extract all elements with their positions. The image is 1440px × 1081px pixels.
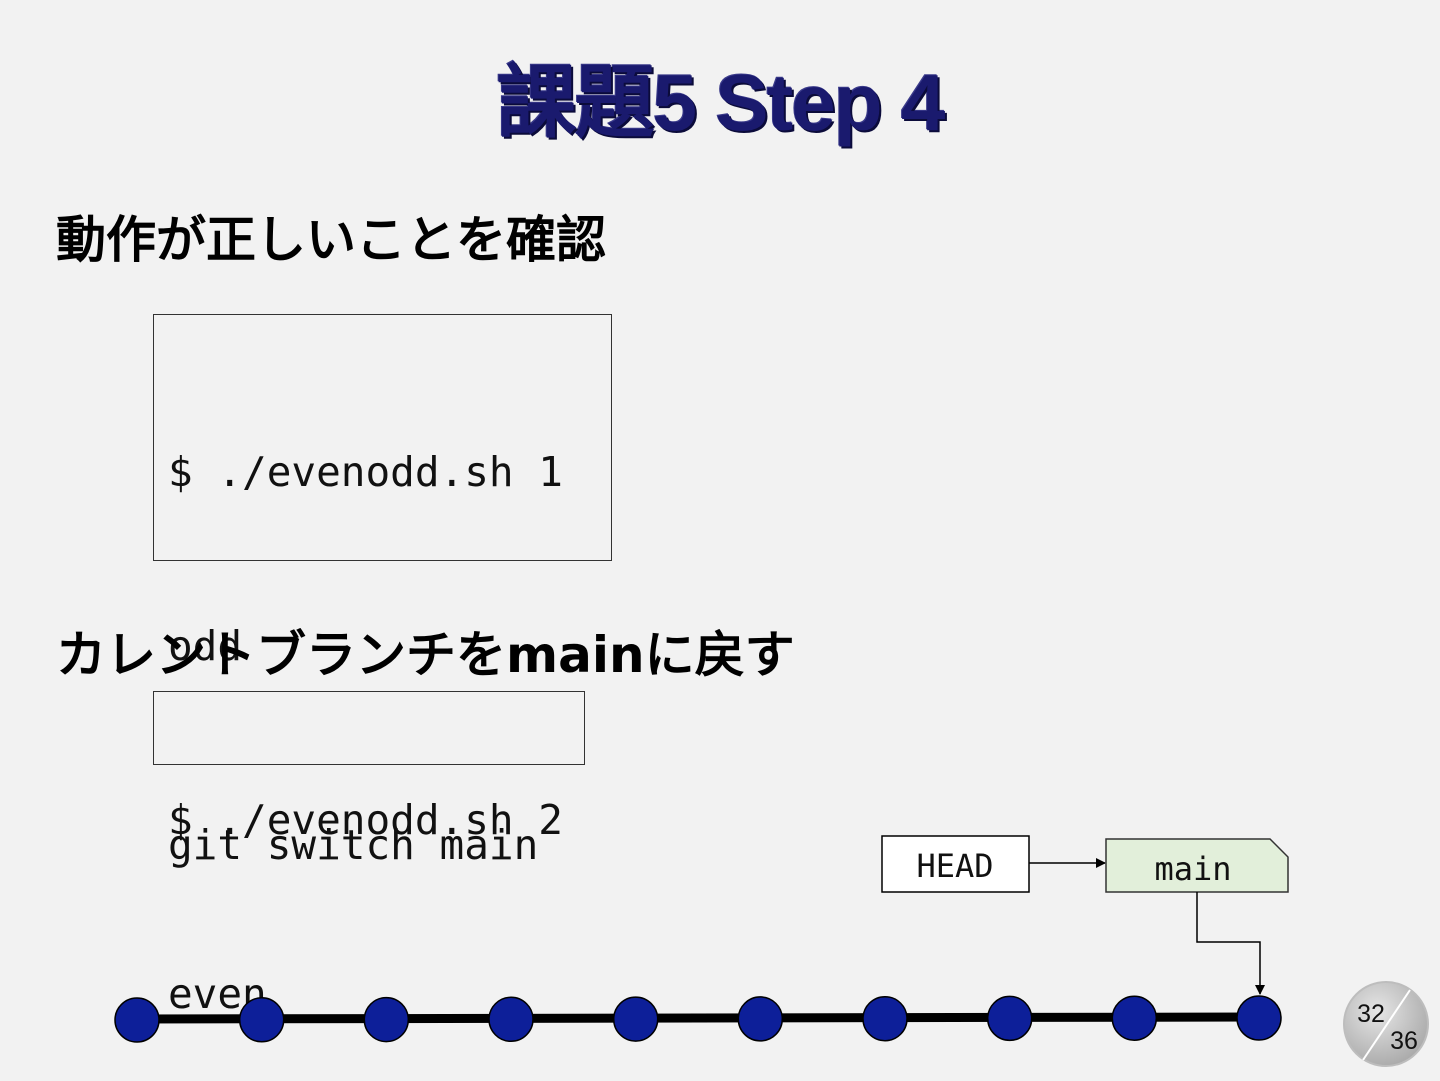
code-block-git-switch: git switch main (153, 691, 585, 869)
commit-node (737, 996, 784, 1042)
code-block-evenodd: $ ./evenodd.sh 1 odd $ ./evenodd.sh 2 ev… (153, 314, 612, 1018)
code-line: git switch main (168, 821, 539, 869)
heading-verify: 動作が正しいことを確認 (56, 211, 606, 269)
heading-switch-branch: カレントブランチをmainに戻す (56, 626, 795, 684)
commits-group (114, 995, 1282, 1043)
code-line: odd (168, 622, 243, 670)
head-label: HEAD (916, 847, 993, 885)
commit-node (986, 995, 1033, 1042)
branch-main-label: main (1105, 838, 1289, 893)
commit-node (488, 996, 534, 1043)
code-line: $ ./evenodd.sh 2 (168, 796, 563, 844)
code-line: $ ./evenodd.sh 1 (168, 448, 563, 496)
slide-title: 課題5 Step 4 (496, 58, 946, 147)
page-number-badge: 32 36 (1343, 981, 1429, 1067)
branch-to-commit-arrow (1196, 892, 1265, 995)
commit-node (862, 995, 908, 1042)
page-total: 36 (1390, 1027, 1418, 1055)
commit-node (1236, 995, 1282, 1041)
head-pointer: HEAD (881, 835, 1030, 893)
commit-node (114, 997, 160, 1043)
commit-node (363, 996, 410, 1043)
commit-line (136, 1012, 1260, 1024)
commit-node (238, 997, 285, 1043)
commit-node (1111, 995, 1158, 1041)
commit-node (612, 996, 659, 1042)
branch-label: main (1154, 850, 1231, 888)
page-current: 32 (1357, 1000, 1385, 1028)
